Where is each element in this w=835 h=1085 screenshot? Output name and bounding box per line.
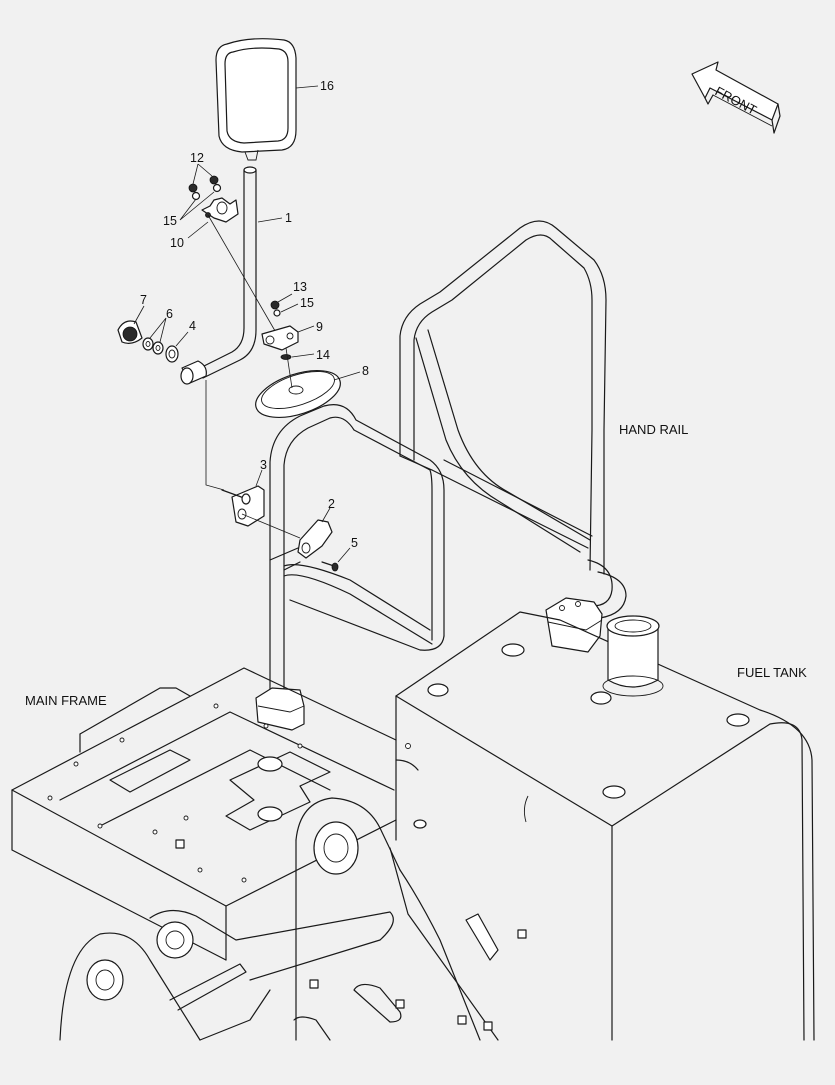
callout-13-label: 13 [293,280,307,294]
callout-15a-label: 15 [163,214,177,228]
hand-rail [255,220,627,731]
main-frame-label: MAIN FRAME [25,693,107,708]
front-arrow-icon: FRONT [691,61,781,134]
callout-9-label: 9 [316,320,323,334]
fitting-parts-4-6-7 [117,320,179,363]
bracket-2 [297,519,339,572]
callout-10: 10 [170,221,209,250]
callout-15b-label: 15 [300,296,314,310]
clamp-10 [188,175,279,337]
hand-rail-label: HAND RAIL [619,422,688,437]
callout-8-label: 8 [362,364,369,378]
bracket-9 [255,300,341,418]
callout-8: 8 [333,364,369,381]
callout-5: 5 [337,536,358,563]
fuel-tank [395,611,815,1041]
callout-13: 13 [277,280,307,303]
callout-14-label: 14 [316,348,330,362]
callout-10-label: 10 [170,236,184,250]
callout-16: 16 [295,79,334,93]
main-frame [11,667,527,1041]
mirror-assembly [180,38,297,385]
callout-3: 3 [255,458,267,487]
callout-2: 2 [321,497,335,523]
callout-15b: 15 [280,296,314,313]
callout-12: 12 [190,151,213,185]
callout-4-label: 4 [189,319,196,333]
callout-3-label: 3 [260,458,267,472]
callout-7: 7 [133,293,147,325]
callout-14: 14 [291,348,330,362]
callout-6-label: 6 [166,307,173,321]
callout-2-label: 2 [328,497,335,511]
callout-16-label: 16 [320,79,334,93]
callout-6: 6 [149,307,173,343]
fuel-tank-label: FUEL TANK [737,665,807,680]
callout-15a: 15 [163,191,215,228]
callout-7-label: 7 [140,293,147,307]
callout-5-label: 5 [351,536,358,550]
callout-4: 4 [175,319,196,347]
callout-1-label: 1 [285,211,292,225]
callout-9: 9 [297,320,323,334]
bracket-3 [221,485,301,539]
callout-1: 1 [257,211,292,225]
callout-12-label: 12 [190,151,204,165]
